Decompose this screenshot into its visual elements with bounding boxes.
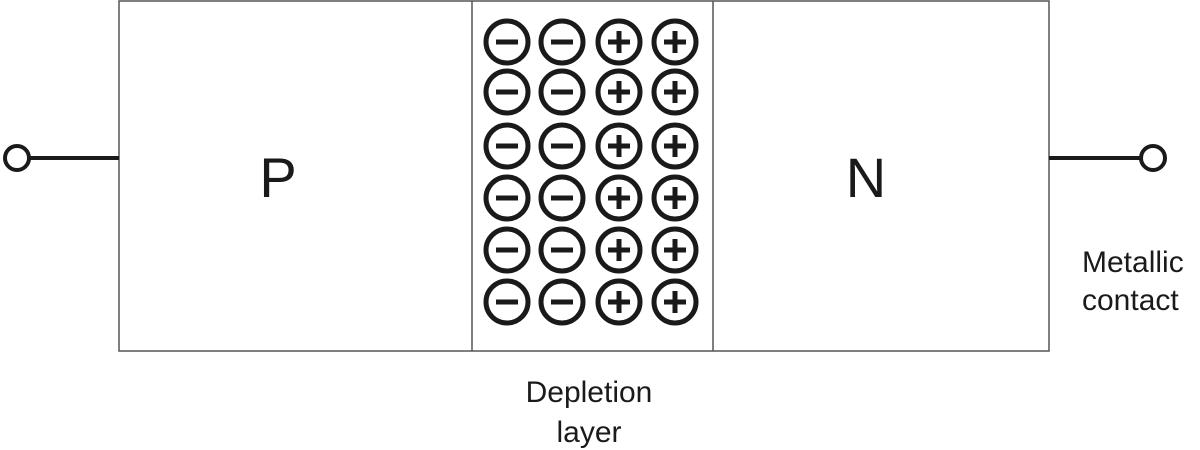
positive-ion	[651, 18, 699, 66]
left-terminal	[3, 144, 31, 172]
positive-ion	[595, 68, 643, 116]
negative-ion	[538, 18, 586, 66]
negative-ion	[483, 278, 531, 326]
depletion-ions	[483, 18, 699, 326]
negative-ion	[538, 278, 586, 326]
positive-ion	[595, 18, 643, 66]
negative-ion	[538, 226, 586, 274]
positive-ion	[595, 174, 643, 222]
negative-ion	[483, 226, 531, 274]
positive-ion	[651, 68, 699, 116]
positive-ion	[651, 122, 699, 170]
p-region-label: P	[259, 146, 296, 209]
negative-ion	[538, 122, 586, 170]
negative-ion	[483, 18, 531, 66]
contact-label-line2: contact	[1082, 284, 1179, 317]
positive-ion	[651, 278, 699, 326]
contact-label-line1: Metallic	[1082, 246, 1184, 279]
depletion-label-line1: Depletion	[526, 376, 653, 409]
negative-ion	[483, 68, 531, 116]
positive-ion	[651, 174, 699, 222]
negative-ion	[483, 174, 531, 222]
n-region-label: N	[846, 146, 886, 209]
depletion-label-line2: layer	[556, 416, 621, 449]
negative-ion	[538, 68, 586, 116]
junction-body	[118, 0, 1050, 352]
positive-ion	[595, 226, 643, 274]
negative-ion	[538, 174, 586, 222]
negative-ion	[483, 122, 531, 170]
right-terminal	[1139, 144, 1167, 172]
positive-ion	[595, 122, 643, 170]
positive-ion	[595, 278, 643, 326]
positive-ion	[651, 226, 699, 274]
